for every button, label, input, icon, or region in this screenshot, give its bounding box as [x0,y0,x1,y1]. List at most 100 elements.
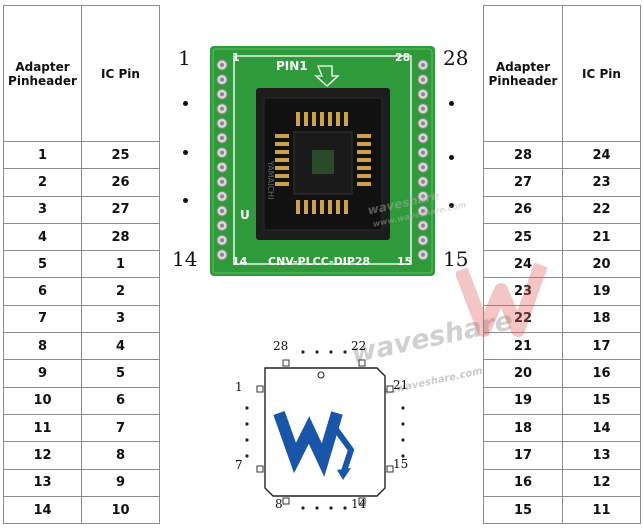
continuation-dot [401,454,405,458]
chip-pin-pad [256,385,264,393]
adapter-pin-cell: 12 [3,441,82,470]
socket-contact [304,200,308,214]
adapter-pin-cell: 20 [483,359,563,388]
adapter-pin-cell: 6 [3,277,82,306]
adapter-pin-cell: 26 [483,195,563,224]
adapter-pin-cell: 7 [3,304,82,334]
adapter-pin-cell: 28 [483,140,563,170]
adapter-pin-cell: 9 [3,359,82,388]
socket-contact [357,166,371,170]
adapter-pin-cell: 8 [3,332,82,361]
ic-pin-cell: 20 [562,250,641,279]
board-silk-14: 14 [232,255,248,268]
continuation-dot [183,101,188,106]
chip-pin-label-8: 8 [275,497,283,511]
adapter-pin-cell: 16 [483,468,563,497]
socket-contact [357,134,371,138]
socket-contact [357,174,371,178]
continuation-dot [245,438,249,442]
socket-contact [296,112,300,126]
socket-contact [357,150,371,154]
continuation-dot [449,101,454,106]
chip-pin-pad [256,465,264,473]
chip-pin-label-14: 14 [351,497,367,511]
continuation-dot [329,506,333,510]
board-silk-28: 28 [395,51,411,64]
plcc-chip-diagram: 28 22 1 21 7 15 8 14 [225,338,425,518]
board-model-label: CNV-PLCC-DIP28 [268,255,371,268]
chip-pin-pad [282,359,290,367]
continuation-dot [401,406,405,410]
ic-pin-cell: 26 [81,168,160,197]
adapter-pin-cell: 11 [3,413,82,443]
ic-pin-cell: 24 [562,140,641,170]
chip-pin-pad [358,497,366,505]
socket-contact [275,150,289,154]
socket-contact [275,174,289,178]
socket-contact [275,182,289,186]
adapter-pin-cell: 3 [3,195,82,224]
waveshare-logo-icon [273,410,343,477]
adapter-pin-cell: 13 [3,468,82,497]
adapter-pin-cell: 17 [483,441,563,470]
socket-contact [357,182,371,186]
continuation-dot [315,350,319,354]
continuation-dot [245,454,249,458]
ic-pin-cell: 19 [562,277,641,306]
ic-pin-cell: 2 [81,277,160,306]
ic-pin-cell: 28 [81,222,160,252]
socket-contact [320,112,324,126]
adapter-pin-cell: 2 [3,168,82,197]
continuation-dot [329,350,333,354]
ic-pin-cell: 16 [562,359,641,388]
socket-contact [344,112,348,126]
chip-pin-label-28: 28 [273,339,289,353]
socket-contact [344,200,348,214]
adapter-pin-cell: 1 [3,140,82,170]
chip-pin-label-15: 15 [393,457,409,471]
ic-pin-cell: 12 [562,468,641,497]
board-silk-15: 15 [397,255,413,268]
ic-pin-cell: 22 [562,195,641,224]
ic-pin-cell: 11 [562,495,641,525]
socket-contact [336,200,340,214]
adapter-pin-cell: 19 [483,386,563,415]
header-ic-pin: IC Pin [562,5,641,142]
socket-contact [328,200,332,214]
continuation-dot [449,203,454,208]
continuation-dot [401,438,405,442]
ic-pin-cell: 4 [81,332,160,361]
chip-pin-pad [386,385,394,393]
ic-pin-cell: 8 [81,441,160,470]
ic-pin-cell: 13 [562,441,641,470]
ic-pin-cell: 1 [81,250,160,279]
ic-pin-cell: 6 [81,386,160,415]
pcb-graphic: YAMAICHI [210,46,435,276]
ic-pin-cell: 5 [81,359,160,388]
adapter-board-photo: YAMAICHI PIN1 CNV-PLCC-DIP28 1 28 14 15 … [210,46,435,276]
ic-pin-cell: 7 [81,413,160,443]
socket-contact [357,158,371,162]
board-outer-label-28: 28 [443,46,469,70]
board-pin1-label: PIN1 [276,59,308,73]
socket-contact [296,200,300,214]
ic-pin-cell: 21 [562,222,641,252]
ic-pin-cell: 3 [81,304,160,334]
